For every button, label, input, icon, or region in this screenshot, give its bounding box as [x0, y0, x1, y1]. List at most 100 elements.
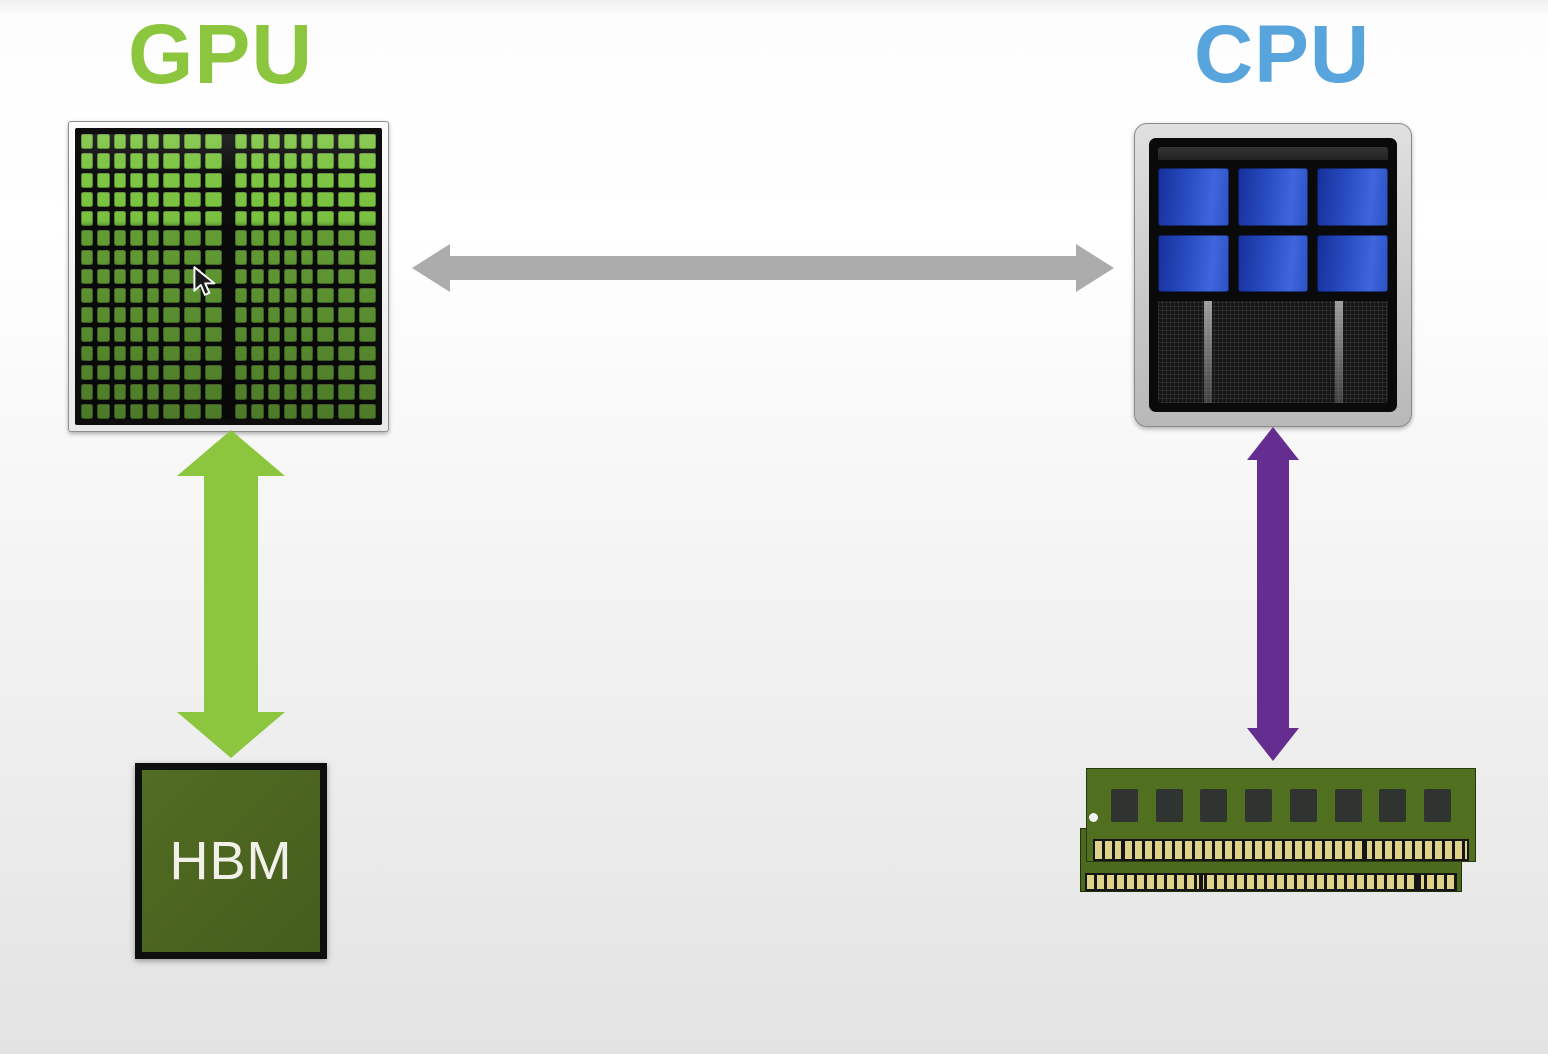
gpu-core-cell [284, 268, 297, 285]
ram-pins-row [1093, 839, 1469, 861]
gpu-core-cell [235, 307, 248, 323]
gpu-core-cell [284, 288, 297, 304]
gpu-core-cell [267, 153, 281, 169]
gpu-core-cell [146, 211, 160, 227]
gpu-core-cell [359, 268, 376, 285]
gpu-core-cell [317, 307, 335, 323]
gpu-core-cell [184, 211, 202, 227]
gpu-core-cell [338, 268, 356, 285]
gpu-core-cell [284, 307, 297, 323]
gpu-core-cell [130, 211, 143, 227]
gpu-core-cell [81, 288, 94, 304]
cpu-core-block [1158, 168, 1229, 226]
gpu-core-cell [235, 403, 248, 419]
gpu-core-cell [251, 288, 264, 304]
gpu-core-cell [146, 153, 160, 169]
gpu-core-cell [300, 288, 314, 304]
gpu-core-cell [317, 365, 335, 381]
gpu-core-cell [146, 345, 160, 362]
gpu-core-cell [205, 249, 222, 265]
gpu-core-cell [338, 384, 356, 400]
gpu-core-cell [146, 288, 160, 304]
gpu-core-cell [251, 384, 264, 400]
gpu-core-cell [113, 172, 127, 188]
gpu-core-cell [184, 403, 202, 419]
gpu-core-cell [300, 365, 314, 381]
gpu-core-cell [300, 384, 314, 400]
gpu-core-cell [317, 191, 335, 208]
gpu-cpu-arrow-icon [412, 244, 1114, 292]
cpu-core-block [1317, 168, 1388, 226]
gpu-cpu-arrow-shape [412, 244, 1114, 292]
gpu-core-cell [284, 384, 297, 400]
cpu-ram-arrow-shape [1247, 427, 1299, 761]
gpu-core-cell [205, 191, 222, 208]
gpu-core-cell [251, 191, 264, 208]
gpu-core-cell [300, 249, 314, 265]
gpu-core-cell [267, 326, 281, 342]
gpu-core-cell [359, 211, 376, 227]
ram-pin-notch [1417, 875, 1421, 889]
gpu-core-cell [163, 403, 181, 419]
gpu-core-cell [163, 172, 181, 188]
gpu-core-cell [251, 268, 264, 285]
gpu-core-cell [235, 345, 248, 362]
gpu-core-cell [81, 230, 94, 246]
ram-pin-notch [1121, 841, 1125, 859]
gpu-core-cell [184, 326, 202, 342]
gpu-core-cell [267, 288, 281, 304]
gpu-core-cell [97, 211, 110, 227]
gpu-core-cell [235, 249, 248, 265]
hbm-box: HBM [135, 763, 327, 959]
gpu-core-cell [317, 403, 335, 419]
gpu-core-cell [284, 326, 297, 342]
gpu-core-cell [235, 134, 248, 150]
gpu-core-cell [235, 365, 248, 381]
gpu-core-cell [130, 268, 143, 285]
gpu-core-cell [284, 153, 297, 169]
gpu-core-cell [163, 384, 181, 400]
gpu-core-cell [97, 153, 110, 169]
gpu-core-cell [146, 172, 160, 188]
gpu-core-cell [359, 403, 376, 419]
gpu-core-cell [300, 403, 314, 419]
gpu-core-cell [81, 345, 94, 362]
gpu-core-cell [113, 288, 127, 304]
ram-memory-chip [1289, 789, 1317, 822]
gpu-hbm-arrow-shape [177, 430, 285, 758]
gpu-core-cell [267, 230, 281, 246]
gpu-core-cell [130, 345, 143, 362]
gpu-core-cell [184, 384, 202, 400]
gpu-core-cell [267, 249, 281, 265]
gpu-core-cell [317, 134, 335, 150]
gpu-core-cell [81, 268, 94, 285]
gpu-core-cell [81, 384, 94, 400]
gpu-core-cell [338, 172, 356, 188]
gpu-core-cell [267, 307, 281, 323]
gpu-core-cell [235, 172, 248, 188]
gpu-core-cell [267, 268, 281, 285]
gpu-core-cell [317, 249, 335, 265]
gpu-core-cell [130, 384, 143, 400]
gpu-core-cell [251, 249, 264, 265]
gpu-core-cell [113, 384, 127, 400]
gpu-core-cell [267, 134, 281, 150]
gpu-core-cell [163, 307, 181, 323]
gpu-core-cell [338, 403, 356, 419]
gpu-core-cell [163, 365, 181, 381]
gpu-core-cell [113, 249, 127, 265]
gpu-core-cell [284, 134, 297, 150]
gpu-core-cell [359, 307, 376, 323]
gpu-core-cell [205, 403, 222, 419]
gpu-core-cell [113, 153, 127, 169]
gpu-core-cell [251, 403, 264, 419]
ram-memory-chip [1245, 789, 1273, 822]
gpu-core-cell [130, 288, 143, 304]
cpu-die-top-strip [1158, 147, 1388, 160]
gpu-core-cell [205, 172, 222, 188]
gpu-core-cell [163, 153, 181, 169]
gpu-core-cell [300, 326, 314, 342]
gpu-core-cell [300, 345, 314, 362]
gpu-core-cell [284, 172, 297, 188]
gpu-core-cell [97, 288, 110, 304]
